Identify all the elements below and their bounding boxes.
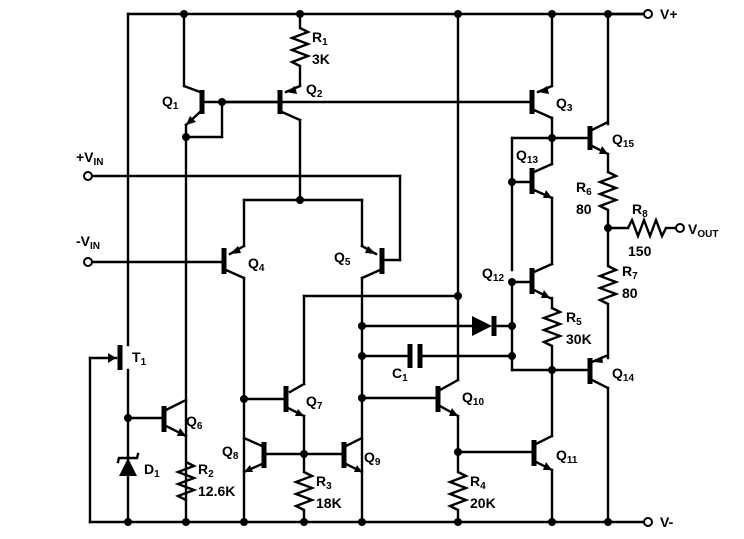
r8-label: R8 <box>632 201 648 220</box>
q6-label: Q6 <box>186 413 203 432</box>
q6-transistor <box>126 398 188 438</box>
vout-label: VOUT <box>688 221 718 240</box>
vout-terminal <box>675 223 685 233</box>
r6-value: 80 <box>576 201 592 217</box>
q14-transistor <box>587 354 610 524</box>
r3-label: R3 <box>316 473 332 492</box>
vplus-terminal <box>643 9 653 19</box>
r6-label: R6 <box>576 179 592 198</box>
q12-label: Q12 <box>482 265 504 284</box>
r4-value: 20K <box>470 495 496 511</box>
input-diff-pair-wiring <box>242 198 364 248</box>
r8-resistor <box>606 216 678 240</box>
q3-transistor <box>220 12 554 140</box>
r3-value: 18K <box>316 495 342 511</box>
t1-label: T1 <box>132 349 147 368</box>
q7-transistor <box>242 294 460 456</box>
r4-resistor <box>446 470 470 524</box>
q10-label: Q10 <box>462 389 484 408</box>
q1-label: Q1 <box>162 93 179 112</box>
r5-resistor <box>540 306 564 438</box>
q9-label: Q9 <box>364 449 381 468</box>
r1-label: R1 <box>312 29 328 48</box>
r8-value: 150 <box>628 243 652 259</box>
junction-dots <box>124 10 612 526</box>
q4-transistor <box>88 244 246 524</box>
q8-label: Q8 <box>222 443 239 462</box>
q15-transistor <box>550 12 610 174</box>
q15-label: Q15 <box>612 131 634 150</box>
q5-transistor <box>88 174 402 524</box>
r7-label: R7 <box>622 263 638 282</box>
r3-resistor <box>292 452 316 524</box>
r7-value: 80 <box>622 285 638 301</box>
vin-pos-terminal <box>83 171 93 181</box>
q9-transistor <box>341 436 364 474</box>
r2-label: R2 <box>198 461 214 480</box>
vin-pos-label: +VIN <box>76 149 104 168</box>
q11-transistor <box>456 434 554 524</box>
d1-label: D1 <box>144 461 160 480</box>
vin-neg-label: -VIN <box>76 233 100 252</box>
r6-resistor <box>596 170 620 268</box>
vplus-label: V+ <box>660 6 678 22</box>
q1-transistor <box>182 12 280 524</box>
vminus-label: V- <box>660 514 674 530</box>
t1-transistor <box>88 12 130 524</box>
bias-diode <box>360 316 514 336</box>
q2-label: Q2 <box>306 81 323 100</box>
q8-transistor <box>242 436 346 474</box>
r4-label: R4 <box>470 473 486 492</box>
q11-label: Q11 <box>556 447 578 466</box>
c1-capacitor <box>360 344 514 368</box>
r2-resistor <box>174 460 198 502</box>
q7-label: Q7 <box>306 393 323 412</box>
r5-value: 30K <box>566 331 592 347</box>
r7-resistor <box>596 264 620 360</box>
d1-zener <box>116 452 140 476</box>
q13-label: Q13 <box>516 147 538 166</box>
q5-label: Q5 <box>334 249 351 268</box>
r5-label: R5 <box>566 309 582 328</box>
r2-value: 12.6K <box>198 483 235 499</box>
q3-label: Q3 <box>556 95 573 114</box>
vminus-terminal <box>643 517 653 527</box>
q4-label: Q4 <box>248 255 265 274</box>
c1-label: C1 <box>392 365 408 384</box>
terminals <box>83 9 685 527</box>
q10-transistor <box>360 12 460 474</box>
r1-resistor <box>288 12 312 88</box>
r1-value: 3K <box>312 51 330 67</box>
q14-label: Q14 <box>612 365 634 384</box>
vin-neg-terminal <box>83 257 93 267</box>
